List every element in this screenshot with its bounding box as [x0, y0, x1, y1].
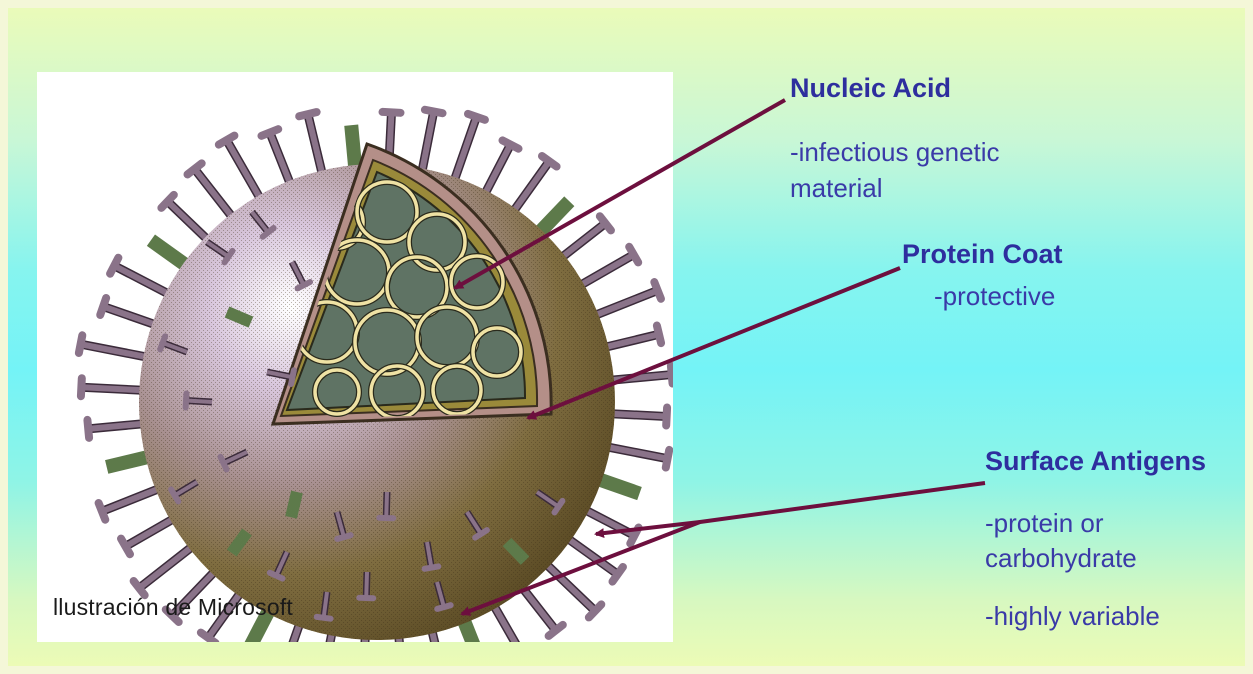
nucleic-acid-desc-line-1: -infectious genetic: [790, 134, 1000, 170]
surface-spike-head: [291, 370, 294, 384]
spike-stem-fill: [560, 223, 606, 259]
spike-stem-fill: [81, 387, 145, 390]
surface-spike-head: [437, 605, 450, 609]
antigen-rod: [538, 201, 570, 234]
antigen-rod: [151, 240, 188, 267]
spike-head: [81, 378, 82, 396]
spike-stem-fill: [81, 344, 150, 357]
illustration-credit: llustración de Microsoft: [53, 594, 293, 621]
spike-head: [299, 112, 317, 116]
spike-stem-fill: [227, 140, 262, 201]
spike-stem-fill: [102, 488, 161, 512]
surface-spike-fill: [386, 492, 387, 518]
spike-stem-fill: [593, 290, 658, 316]
spike-stem-fill: [139, 545, 194, 588]
spike-head: [87, 420, 89, 438]
spike-head: [654, 282, 661, 299]
surface-spike-head: [337, 535, 350, 539]
virus-diagram: [37, 72, 673, 642]
antigen-rod: [596, 478, 639, 493]
nucleic-acid-title: Nucleic Acid: [790, 70, 951, 106]
spike-head: [79, 335, 82, 353]
spike-head: [425, 110, 443, 113]
surface-spike-fill: [186, 400, 212, 402]
surface-spike-head: [186, 393, 187, 407]
antigen-rod: [107, 456, 152, 467]
spike-stem-fill: [484, 145, 511, 196]
spike-head: [99, 503, 106, 520]
surface-spike-head: [425, 566, 439, 568]
spike-stem-fill: [578, 255, 634, 287]
spike-stem-fill: [566, 537, 618, 574]
spike-stem-fill: [545, 563, 596, 611]
surface-spike-fill: [366, 572, 367, 598]
spike-stem-fill: [453, 117, 476, 183]
spike-stem-fill: [270, 133, 291, 187]
nucleic-acid-desc-line-2: material: [790, 170, 882, 206]
protein-coat-title: Protein Coat: [902, 236, 1063, 272]
spike-stem-fill: [168, 201, 210, 241]
surface-antigens-desc-line-1: -protein or: [985, 505, 1104, 541]
spike-stem-fill: [520, 585, 556, 631]
protein-coat-desc: -protective: [934, 278, 1055, 314]
spike-head: [657, 326, 661, 344]
spike-stem-fill: [512, 161, 549, 213]
spike-stem-fill: [103, 306, 158, 325]
spike-head: [383, 112, 401, 113]
surface-antigens-desc-line-3: -highly variable: [985, 598, 1160, 634]
spike-stem-fill: [114, 266, 171, 295]
spike-stem-fill: [308, 114, 323, 176]
spike-head: [468, 114, 485, 120]
spike-head: [100, 298, 106, 315]
spike-stem-fill: [195, 169, 234, 219]
spike-head: [671, 366, 673, 384]
virus-illustration: llustración de Microsoft: [37, 72, 673, 642]
surface-antigens-desc-line-2: carbohydrate: [985, 540, 1137, 576]
spike-stem-fill: [603, 334, 659, 348]
spike-stem-fill: [609, 414, 667, 417]
antigen-rod: [291, 492, 297, 517]
spike-stem-fill: [583, 509, 634, 536]
spike-stem-fill: [126, 518, 176, 547]
surface-spike-head: [317, 617, 331, 619]
spike-head: [666, 408, 667, 426]
spike-head: [666, 450, 669, 468]
surface-antigens-title: Surface Antigens: [985, 443, 1206, 479]
spike-head: [262, 129, 279, 136]
antigen-rod: [351, 125, 355, 171]
